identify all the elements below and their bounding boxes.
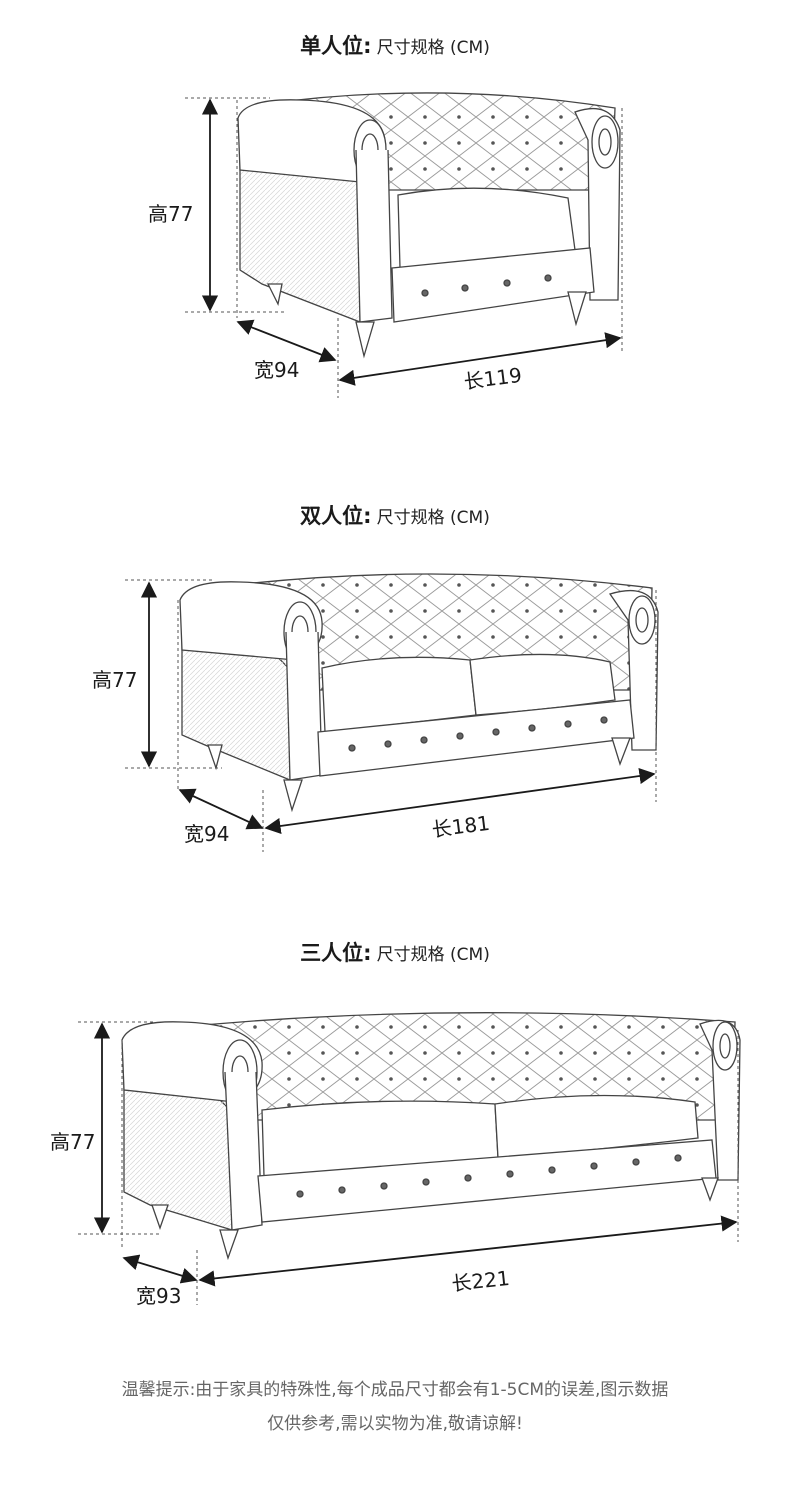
title-sub: 尺寸规格 (CM) xyxy=(376,945,490,965)
section-title-triple: 三人位: 尺寸规格 (CM) xyxy=(0,937,790,967)
title-strong: 双人位: xyxy=(300,504,372,528)
height-label-single: 高77 xyxy=(148,202,194,226)
section-title-single: 单人位: 尺寸规格 (CM) xyxy=(0,30,790,60)
title-sub: 尺寸规格 (CM) xyxy=(376,508,490,528)
sofa-double xyxy=(179,573,659,813)
width-arrow-double xyxy=(178,788,264,830)
sofa-back xyxy=(148,1012,736,1121)
notice-line-2: 仅供参考,需以实物为准,敬请谅解! xyxy=(267,1414,523,1434)
length-arrow-double xyxy=(264,767,656,835)
title-sub: 尺寸规格 (CM) xyxy=(376,38,490,58)
dimension-lines-single xyxy=(185,97,623,398)
title-strong: 单人位: xyxy=(300,34,372,58)
width-label-single: 宽94 xyxy=(254,358,300,382)
section-title-double: 双人位: 尺寸规格 (CM) xyxy=(0,500,790,530)
height-label-double: 高77 xyxy=(92,668,138,692)
sofa-triple xyxy=(121,1012,741,1261)
length-arrow-single xyxy=(338,332,622,386)
length-arrow-triple xyxy=(198,1215,738,1287)
sofa-single xyxy=(237,92,621,359)
length-label-triple: 长221 xyxy=(450,1265,511,1296)
dimension-lines-triple xyxy=(78,1021,739,1305)
width-arrow-triple xyxy=(122,1254,198,1284)
width-arrow-single xyxy=(236,319,337,363)
title-strong: 三人位: xyxy=(300,941,372,965)
height-label-triple: 高77 xyxy=(50,1130,96,1154)
width-label-triple: 宽93 xyxy=(136,1284,182,1308)
notice-line-1: 温馨提示:由于家具的特殊性,每个成品尺寸都会有1-5CM的误差,图示数据 xyxy=(121,1380,669,1400)
width-label-double: 宽94 xyxy=(184,822,230,846)
